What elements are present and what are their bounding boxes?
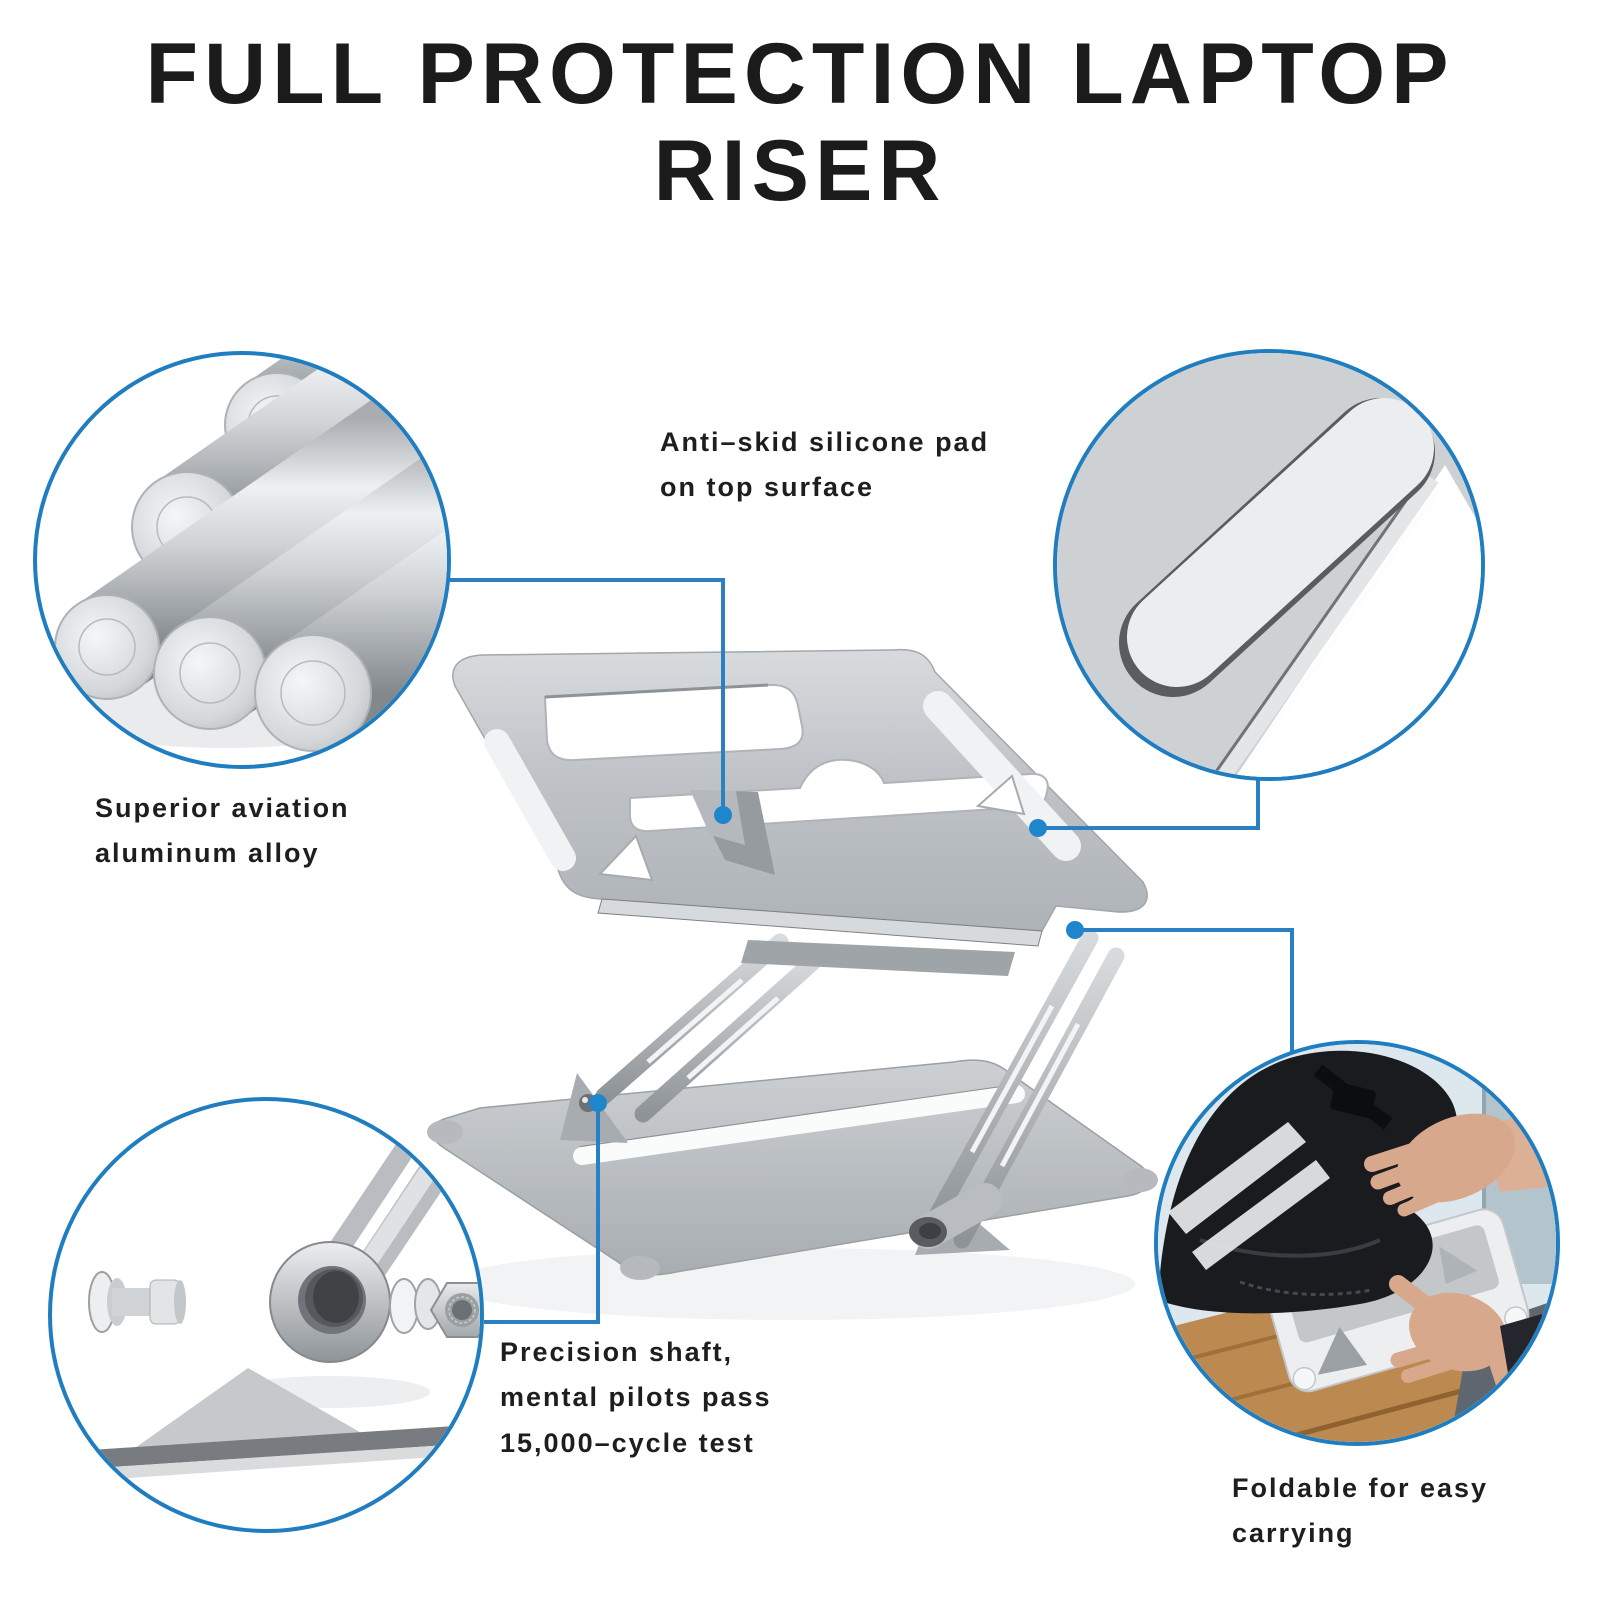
adjustable-legs [595,929,1125,1249]
backpack [1158,1050,1458,1314]
silicone-pad-photo [1053,349,1485,781]
precision-pin [88,1271,186,1333]
silicone-pad-closeup [1057,353,1481,777]
left-silicone-pad [484,729,576,871]
foldable-carrying-photo [1154,1040,1560,1446]
aluminum-rods-closeup [50,355,447,752]
laptop-stand-product [427,648,1158,1320]
top-plate [452,648,1148,947]
aluminum-rods-photo [33,351,451,769]
line-precision-shaft [484,1105,600,1324]
callout-dots [589,806,1084,1112]
line-foldable [1077,928,1294,1052]
line-silicone-pad [1040,780,1260,830]
page-title: FULL PROTECTION LAPTOP RISER [145,26,1455,220]
shaft-boss [269,1241,391,1363]
label-precision-shaft: Precision shaft, mental pilots pass 15,0… [500,1337,772,1458]
label-aluminum-alloy: Superior aviation aluminum alloy [95,793,350,869]
hand-on-bag [1364,1104,1556,1217]
support-ledge [741,940,1015,976]
callout-lines [450,578,1294,1324]
carrying-scene [1158,1044,1556,1442]
ground-shadow [445,1248,1135,1320]
precision-shaft-photo [48,1097,484,1533]
silicone-pad [1119,398,1435,697]
steel-rods [54,355,447,752]
precision-shaft-closeup [60,1101,480,1482]
label-foldable: Foldable for easy carrying [1232,1473,1489,1549]
label-anti-skid-pad: Anti–skid silicone pad on top surface [660,427,990,503]
line-aluminum [450,578,725,813]
